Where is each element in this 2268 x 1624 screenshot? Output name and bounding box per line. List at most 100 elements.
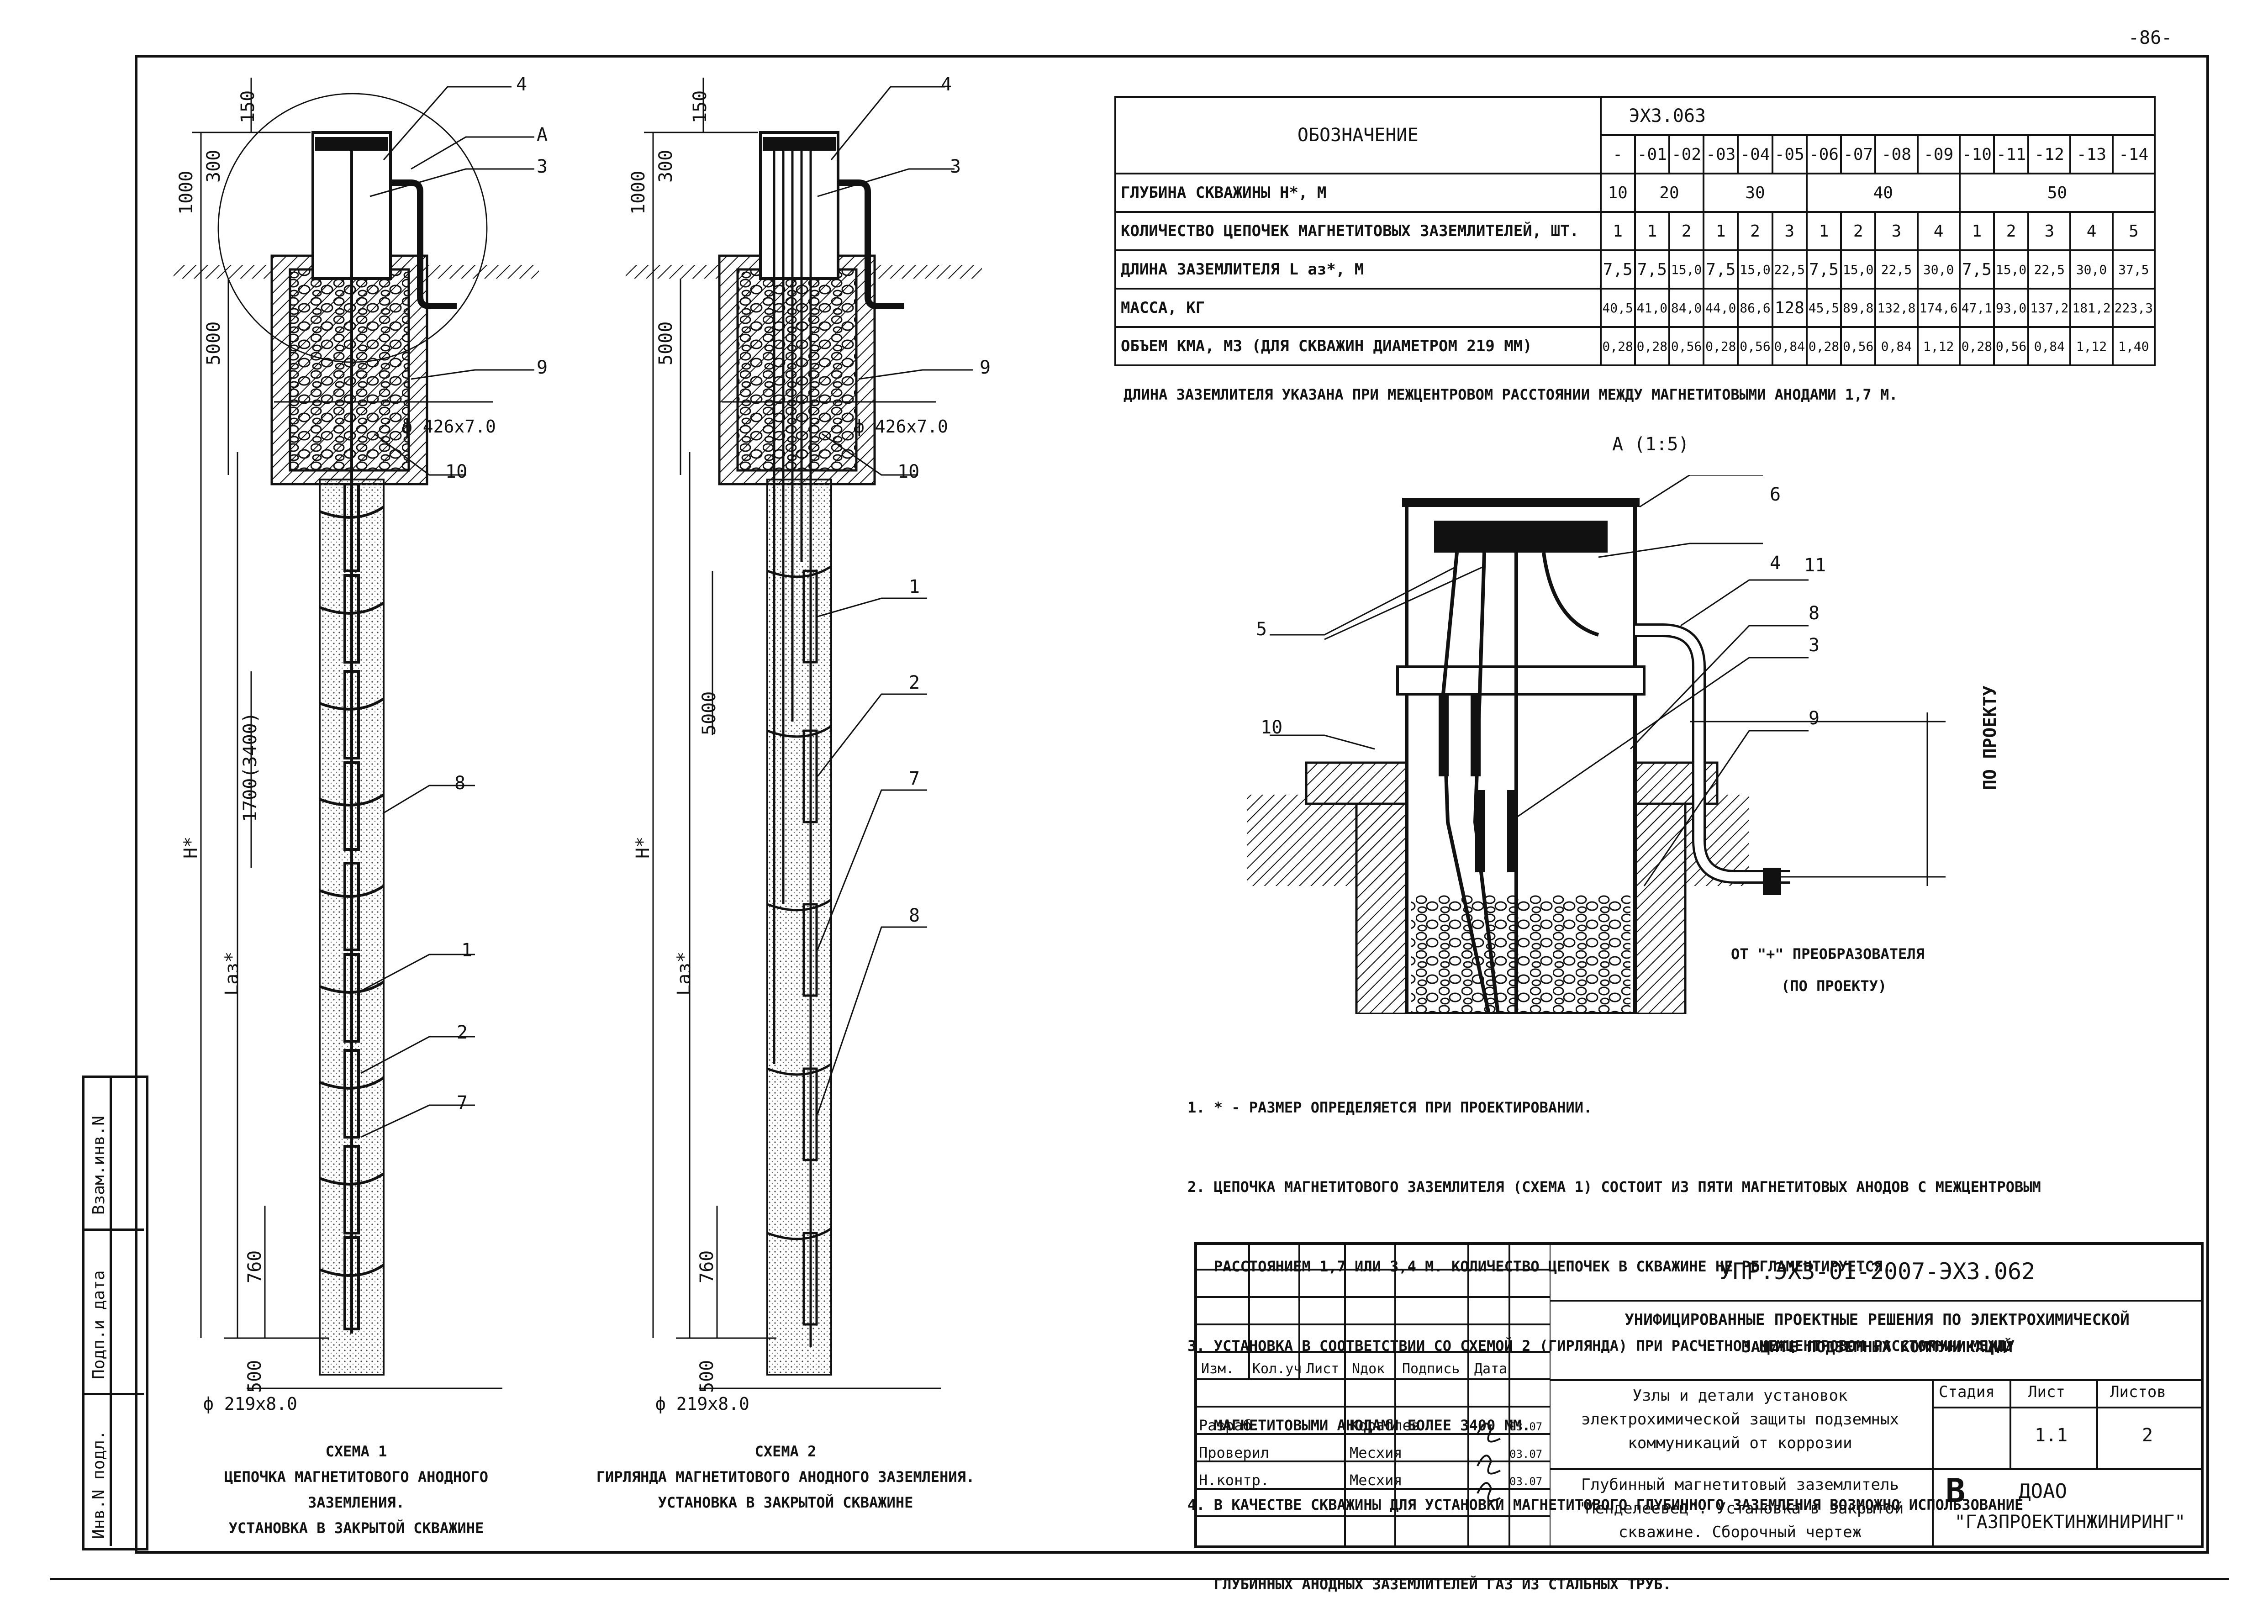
- note-3-cont: МАГНЕТИТОВЫМИ АНОДАМИ БОЛЕЕ 3400 ММ.: [1187, 1417, 1531, 1434]
- spec-row-label: ОБЪЕМ КМА, М3 (ДЛЯ СКВАЖИН ДИАМЕТРОМ 219…: [1114, 326, 1602, 366]
- spec-cell: 22,5: [2027, 249, 2072, 290]
- spec-variant-8: -08: [1874, 134, 1919, 174]
- scheme2-drawing: [626, 78, 982, 1389]
- spec-row-label: МАССА, КГ: [1114, 288, 1602, 328]
- spec-cell: 0,56: [1993, 326, 2030, 366]
- scheme2-dim-borehole: ф 219х8.0: [655, 1394, 749, 1414]
- spec-variant-3: -03: [1703, 134, 1739, 174]
- spec-cell: 22,5: [1874, 249, 1919, 290]
- spec-cell: 1: [1634, 211, 1670, 251]
- tb-company-name-1: "ГАЗПРОЕКТИНЖИНИРИНГ": [1954, 1512, 2186, 1533]
- tb-company-name-0: ДОАО: [2019, 1480, 2067, 1503]
- spec-code: ЭХЗ.063: [1599, 96, 2156, 136]
- scheme1-callout-7: 7: [457, 1092, 468, 1113]
- spec-cell: 1,12: [2069, 326, 2114, 366]
- scheme1-callout-9: 9: [537, 357, 548, 378]
- spec-cell: 41,0: [1634, 288, 1670, 328]
- spec-cell: 0,56: [1737, 326, 1773, 366]
- scheme1-dim-300: 300: [203, 149, 224, 183]
- tb-role-2: Н.контр.: [1199, 1471, 1270, 1489]
- note-4-cont: ГЛУБИННЫХ АНОДНЫХ ЗАЗЕМЛИТЕЛЕЙ ГАЗ ИЗ СТ…: [1187, 1576, 1672, 1593]
- scheme1-callout-3: 3: [537, 156, 548, 177]
- detail-callout-3: 3: [1809, 635, 1820, 656]
- spec-cell: 0,84: [1771, 326, 1808, 366]
- tb-role-1: Проверил: [1199, 1444, 1270, 1461]
- spec-variant-0: -: [1599, 134, 1636, 174]
- spec-cell: 223,3: [2111, 288, 2156, 328]
- spec-variant-5: -05: [1771, 134, 1808, 174]
- spec-cell: 3: [2027, 211, 2072, 251]
- spec-cell: 7,5: [1805, 249, 1842, 290]
- spec-variant-9: -09: [1916, 134, 1961, 174]
- scheme2-callout-10: 10: [897, 461, 920, 482]
- spec-cell: 47,1: [1958, 288, 1995, 328]
- scheme2-callout-9: 9: [980, 357, 991, 378]
- detail-callout-10: 10: [1261, 717, 1283, 738]
- note-2-cont: РАССТОЯНИЕМ 1,7 ИЛИ 3,4 М. КОЛИЧЕСТВО ЦЕ…: [1187, 1258, 1892, 1275]
- company-logo-icon: B: [1946, 1471, 1966, 1510]
- note-1: 1. * - РАЗМЕР ОПРЕДЕЛЯЕТСЯ ПРИ ПРОЕКТИРО…: [1187, 1099, 1593, 1116]
- tb-date-1: 03.07: [1509, 1448, 1543, 1461]
- spec-cell: 2: [1737, 211, 1773, 251]
- spec-variant-6: -06: [1805, 134, 1842, 174]
- spec-cell: 0,56: [1668, 326, 1705, 366]
- scheme2-callout-1: 1: [909, 576, 920, 597]
- spec-cell: 7,5: [1634, 249, 1670, 290]
- scheme1-dim-h: Н*: [180, 836, 201, 859]
- scheme1-callout-a: А: [537, 124, 548, 145]
- spec-cell: 2: [1668, 211, 1705, 251]
- spec-cell: 0,28: [1634, 326, 1670, 366]
- scheme2-dim-760: 760: [696, 1250, 717, 1283]
- tb-sheet-value: 1.1: [2035, 1425, 2068, 1446]
- spec-variant-10: -10: [1958, 134, 1995, 174]
- scheme1-dim-spacing: 1700(3400): [240, 712, 261, 822]
- tb-name-0: Кораблев: [1350, 1417, 1420, 1434]
- tb-date-0: 03.07: [1509, 1420, 1543, 1433]
- spec-footnote: ДЛИНА ЗАЗЕМЛИТЕЛЯ УКАЗАНА ПРИ МЕЖЦЕНТРОВ…: [1123, 386, 1898, 403]
- title-block-grid: [1194, 1242, 1551, 1548]
- spec-cell: 0,28: [1805, 326, 1842, 366]
- spec-cell: 50: [1958, 173, 2156, 213]
- scheme2-dim-5000: 5000: [655, 321, 676, 365]
- spec-cell: 1,40: [2111, 326, 2156, 366]
- spec-cell: 181,2: [2069, 288, 2114, 328]
- spec-cell: 174,6: [1916, 288, 1961, 328]
- spec-variant-2: -02: [1668, 134, 1705, 174]
- spec-cell: 0,84: [1874, 326, 1919, 366]
- scheme2-dim-h: Н*: [633, 836, 654, 859]
- spec-variant-7: -07: [1840, 134, 1877, 174]
- spec-cell: 1: [1805, 211, 1842, 251]
- scheme2-callout-3: 3: [950, 156, 961, 177]
- scheme1-callout-4: 4: [516, 74, 527, 95]
- note-2: 2. ЦЕПОЧКА МАГНЕТИТОВОГО ЗАЗЕМЛИТЕЛЯ (СХ…: [1187, 1178, 2041, 1196]
- spec-row-label: ГЛУБИНА СКВАЖИНЫ Н*, М: [1114, 173, 1602, 213]
- scheme1-callout-2: 2: [457, 1022, 468, 1043]
- spec-cell: 15,0: [1737, 249, 1773, 290]
- detail-from-note: (ПО ПРОЕКТУ): [1781, 977, 1887, 995]
- spec-variant-11: -11: [1993, 134, 2030, 174]
- spec-cell: 40: [1805, 173, 1961, 213]
- scheme2-callout-7: 7: [909, 768, 920, 789]
- note-4: 4. В КАЧЕСТВЕ СКВАЖИНЫ ДЛЯ УСТАНОВКИ МАГ…: [1187, 1496, 2024, 1513]
- spec-row: ОБЪЕМ КМА, М3 (ДЛЯ СКВАЖИН ДИАМЕТРОМ 219…: [1114, 326, 2156, 366]
- spec-cell: 1,12: [1916, 326, 1961, 366]
- stamp-inv-original: Инв.N подл.: [90, 1430, 108, 1539]
- spec-cell: 128: [1771, 288, 1808, 328]
- scheme1-dim-5000: 5000: [203, 321, 224, 365]
- spec-cell: 15,0: [1840, 249, 1877, 290]
- scheme1-dim-borehole: ф 219х8.0: [203, 1394, 297, 1414]
- page-number: -86-: [2128, 27, 2173, 48]
- spec-cell: 4: [1916, 211, 1961, 251]
- stamp-replace-inv: Взам.инв.N: [90, 1116, 108, 1215]
- spec-table: ОБОЗНАЧЕНИЕ ЭХЗ.063 --01-02-03-04-05-06-…: [1114, 96, 2156, 366]
- detail-callout-9: 9: [1809, 708, 1820, 729]
- scheme2-dim-casing: ф 426х7.0: [854, 417, 948, 437]
- spec-cell: 1: [1599, 211, 1636, 251]
- detail-callout-6: 6: [1770, 484, 1781, 505]
- scheme2-callout-8: 8: [909, 905, 920, 926]
- spec-cell: 44,0: [1703, 288, 1739, 328]
- side-stamp: [82, 1076, 148, 1550]
- spec-cell: 0,56: [1840, 326, 1877, 366]
- sheet-bottom-line: [50, 1578, 2229, 1580]
